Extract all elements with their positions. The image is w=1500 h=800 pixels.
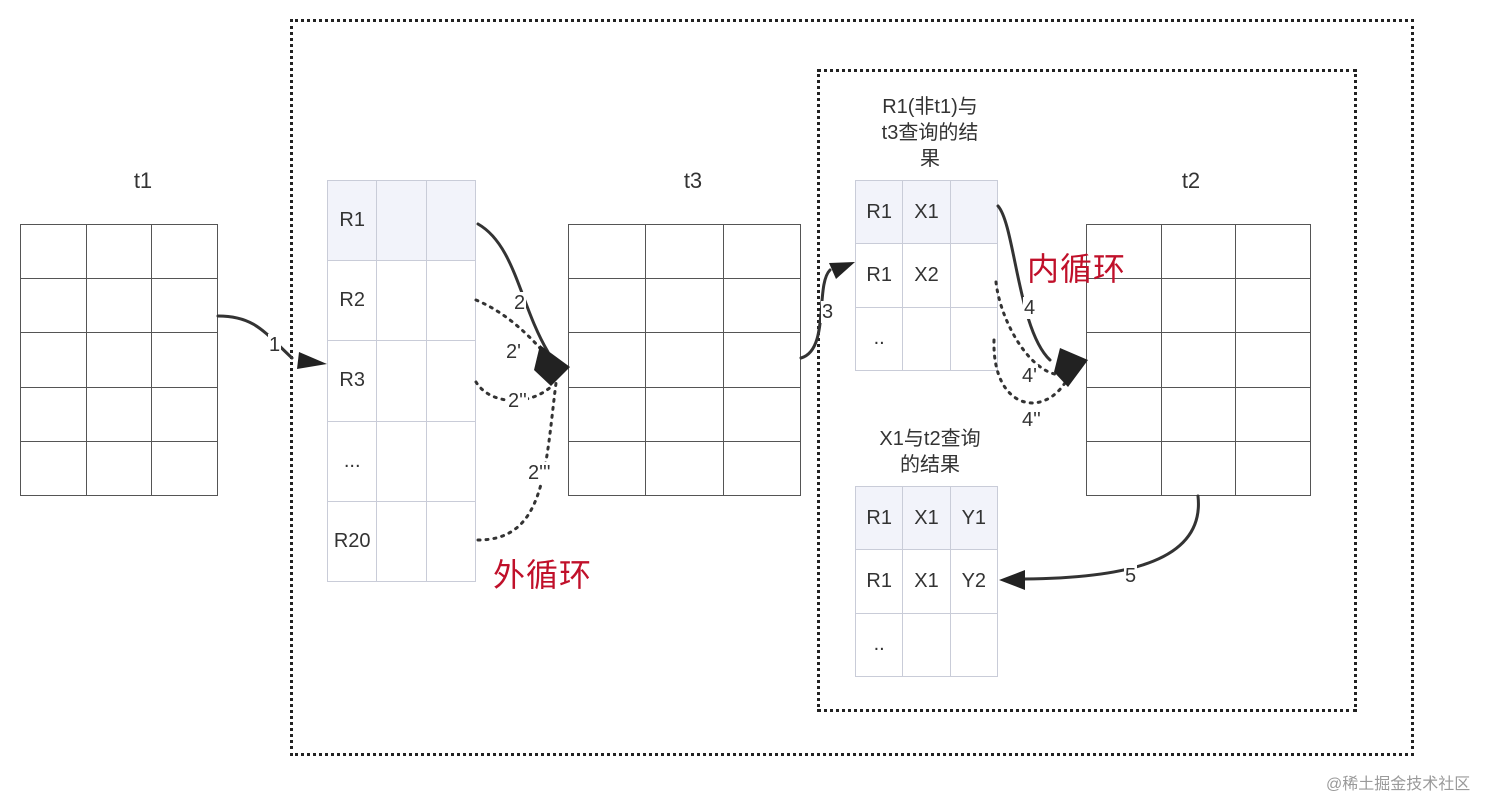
arrowhead-3	[829, 262, 855, 279]
arrow-5	[1022, 494, 1200, 581]
table-row: R2	[326, 260, 477, 342]
arrow-3	[799, 268, 832, 360]
t1-table	[20, 223, 218, 497]
arrowhead-t3	[534, 345, 570, 386]
step-label: 1	[268, 334, 282, 356]
step-label: 4'	[1021, 365, 1038, 387]
watermark: @稀土掘金技术社区	[1326, 776, 1471, 793]
table-row: R1 X1 Y2	[854, 549, 999, 614]
table-row: R1 X1 Y1	[854, 485, 999, 551]
arrow-2	[476, 222, 550, 354]
table-cell	[949, 243, 999, 308]
table-row: ..	[854, 612, 999, 678]
caption-line: 的结果	[900, 454, 960, 476]
table-cell	[949, 306, 999, 372]
t3-label: t3	[683, 168, 703, 193]
t2-table	[1086, 223, 1311, 497]
step-label: 2''	[507, 390, 528, 412]
result2-caption: X1与t2查询 的结果	[850, 426, 1010, 478]
outer-loop-label: 外循环	[493, 557, 593, 593]
result1-caption: R1(非t1)与 t3查询的结 果	[850, 94, 1010, 172]
table-cell: R1	[854, 485, 904, 551]
arrow-2-triple-prime	[476, 381, 558, 542]
table-cell	[902, 612, 951, 678]
table-cell: ..	[854, 612, 904, 678]
caption-line: X1与t2查询	[879, 428, 981, 450]
result1-table: R1 X1 R1 X2 ..	[854, 179, 999, 372]
step-label: 5	[1124, 565, 1138, 587]
step-label: 2'''	[527, 462, 552, 484]
step-label: 4	[1023, 297, 1037, 319]
table-cell: R1	[854, 179, 904, 245]
table-cell	[949, 179, 999, 245]
arrow-4	[996, 204, 1052, 362]
table-cell: ..	[854, 306, 904, 372]
t1-label: t1	[133, 168, 153, 193]
table-cell	[949, 612, 999, 678]
arrowhead-1	[297, 352, 327, 369]
inner-loop-boundary	[817, 69, 1357, 712]
t2-label: t2	[1181, 168, 1201, 193]
arrow-1	[216, 314, 294, 360]
outer-row-label: R20	[326, 500, 378, 583]
step-label: 3	[821, 301, 835, 323]
table-row: R1 X1	[854, 179, 999, 245]
step-label: 2	[513, 292, 527, 314]
arrow-4-prime	[994, 280, 1064, 377]
caption-line: t3查询的结	[881, 122, 979, 144]
table-row: ..	[854, 306, 999, 372]
outer-loop-boundary	[290, 19, 1414, 756]
table-cell: X1	[902, 485, 951, 551]
result2-table: R1 X1 Y1 R1 X1 Y2 ..	[854, 485, 999, 678]
arrow-4-double-prime	[992, 338, 1070, 405]
caption-line: 果	[920, 148, 940, 170]
outer-row-label: R1	[326, 179, 378, 262]
table-row: R20	[326, 500, 477, 583]
table-cell: Y1	[949, 485, 999, 551]
step-label: 4''	[1021, 409, 1042, 431]
arrowhead-5	[999, 570, 1025, 590]
table-cell: X1	[902, 179, 951, 245]
step-label: 2'	[505, 341, 522, 363]
caption-line: R1(非t1)与	[882, 96, 978, 118]
table-row: ...	[326, 420, 477, 502]
table-cell: Y2	[949, 549, 999, 614]
t3-table	[567, 223, 802, 497]
outer-row-label: R3	[326, 340, 378, 422]
table-cell	[902, 306, 951, 372]
arrowhead-t2	[1054, 348, 1088, 387]
inner-loop-label: 内循环	[1027, 251, 1127, 287]
table-row: R1	[326, 179, 477, 262]
outer-row-table: R1 R2 R3 ... R20	[326, 179, 477, 583]
